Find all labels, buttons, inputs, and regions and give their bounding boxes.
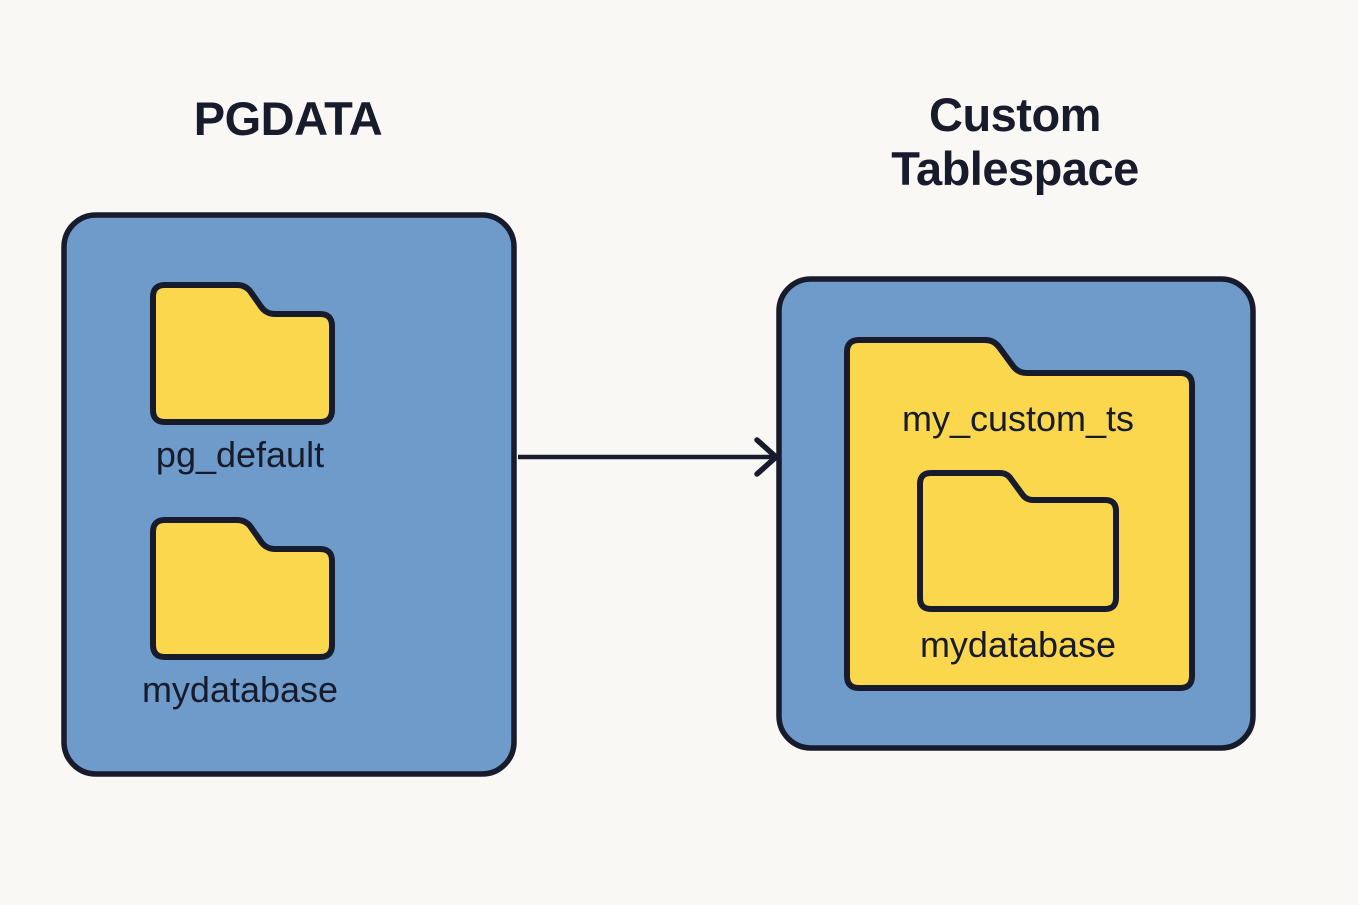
pgdata-title: PGDATA bbox=[193, 92, 383, 145]
connector-arrow bbox=[518, 437, 781, 477]
folder-label-pg-default: pg_default bbox=[155, 434, 325, 475]
folder-label-my-custom-ts: my_custom_ts bbox=[901, 398, 1135, 439]
custom-tablespace-title: Custom Tablespace bbox=[891, 88, 1139, 195]
folder-label-mydatabase-left: mydatabase bbox=[141, 669, 339, 710]
folder-mydatabase-left[interactable] bbox=[150, 517, 335, 660]
folder-label-mydatabase-right: mydatabase bbox=[919, 624, 1117, 665]
folder-pg-default[interactable] bbox=[150, 282, 335, 425]
folder-mydatabase-right[interactable] bbox=[917, 470, 1119, 612]
